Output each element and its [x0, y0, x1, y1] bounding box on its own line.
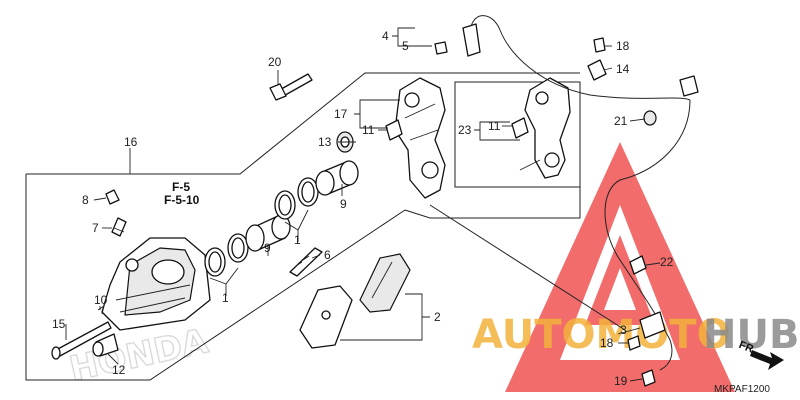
sensor-bolt-top[interactable]	[434, 41, 448, 55]
caliper-assembly-frame	[25, 174, 406, 381]
callout-15: 15	[52, 317, 66, 331]
callout-14: 14	[616, 62, 630, 76]
reference-f5: F-5	[172, 180, 190, 194]
callout-21: 21	[614, 114, 628, 128]
callout-5: 5	[402, 39, 409, 53]
callout-11-right: 11	[488, 119, 501, 133]
callout-11-left: 11	[362, 123, 375, 137]
pin-plug[interactable]	[92, 333, 119, 357]
wire-bolt-top[interactable]	[593, 37, 606, 53]
bleeder-valve[interactable]	[111, 217, 127, 237]
callout-2: 2	[434, 310, 441, 324]
piston-seal-right-a[interactable]	[274, 190, 296, 220]
diagram-frame-lines	[25, 72, 626, 381]
callout-17: 17	[334, 107, 348, 121]
callout-13: 13	[318, 135, 332, 149]
callout-22: 22	[660, 255, 674, 269]
callout-18-top: 18	[616, 39, 630, 53]
piston-seal-left-a[interactable]	[204, 247, 226, 277]
brake-pad-front[interactable]	[359, 253, 411, 313]
piston-seal-left-b[interactable]	[227, 233, 249, 263]
direction-arrow-icon	[750, 350, 784, 370]
reference-f5-10: F-5-10	[164, 193, 200, 207]
watermark-text-left: AUTOMOTO	[472, 312, 731, 358]
caliper-bolt[interactable]	[269, 73, 313, 101]
watermark-background-logo: HONDA	[66, 321, 212, 389]
piston-seal-right-b[interactable]	[297, 177, 319, 207]
brake-pad-rear[interactable]	[299, 285, 353, 349]
bracket-connector	[429, 204, 626, 331]
callout-4: 4	[382, 29, 389, 43]
diagram-code: MKPAF1200	[714, 384, 770, 395]
sensor-bracket[interactable]	[639, 311, 666, 339]
caliper-bracket[interactable]	[394, 77, 446, 199]
callout-9-left: 9	[264, 241, 271, 255]
pad-retainer-b[interactable]	[511, 117, 529, 139]
pad-spring[interactable]	[289, 247, 323, 277]
callout-9-right: 9	[340, 197, 347, 211]
pad-retainer-a[interactable]	[385, 119, 403, 141]
callout-3: 3	[620, 323, 627, 337]
wire-clip[interactable]	[629, 255, 647, 275]
abs-sensor-wire[interactable]	[462, 15, 699, 371]
outer-triangle	[505, 142, 735, 392]
leader-lines	[65, 27, 661, 382]
callout-8: 8	[82, 193, 89, 207]
inner-triangle	[585, 235, 655, 325]
sensor-bolt-lower[interactable]	[627, 335, 641, 351]
wire-clamp[interactable]	[587, 59, 607, 81]
caliper-bracket-alt[interactable]	[519, 77, 571, 179]
caliper-frame-top	[26, 72, 580, 175]
callout-18-bottom: 18	[600, 336, 614, 350]
sensor-bolt-bottom[interactable]	[641, 369, 656, 387]
piston-right[interactable]	[315, 160, 359, 196]
callout-19: 19	[614, 374, 628, 388]
bracket-box-link	[404, 187, 581, 219]
callout-23: 23	[458, 123, 472, 137]
wire-grommet[interactable]	[643, 110, 657, 126]
callout-6: 6	[324, 248, 331, 262]
callouts: 4 5 18 14 21 20 17 11 13 23 11 16 F-5 F-…	[52, 29, 674, 388]
pad-pin[interactable]	[51, 321, 112, 360]
caliper-body[interactable]	[101, 237, 211, 331]
callout-7: 7	[92, 221, 99, 235]
bleeder-cap[interactable]	[105, 189, 120, 205]
watermark-triangle-logo	[505, 142, 735, 392]
callout-10: 10	[94, 293, 108, 307]
callout-16: 16	[124, 135, 138, 149]
callout-1-right: 1	[294, 233, 301, 247]
callout-1-left: 1	[222, 291, 229, 305]
watermark-text-right: HUB	[703, 312, 799, 358]
callout-12: 12	[112, 363, 126, 377]
callout-20: 20	[268, 55, 282, 69]
